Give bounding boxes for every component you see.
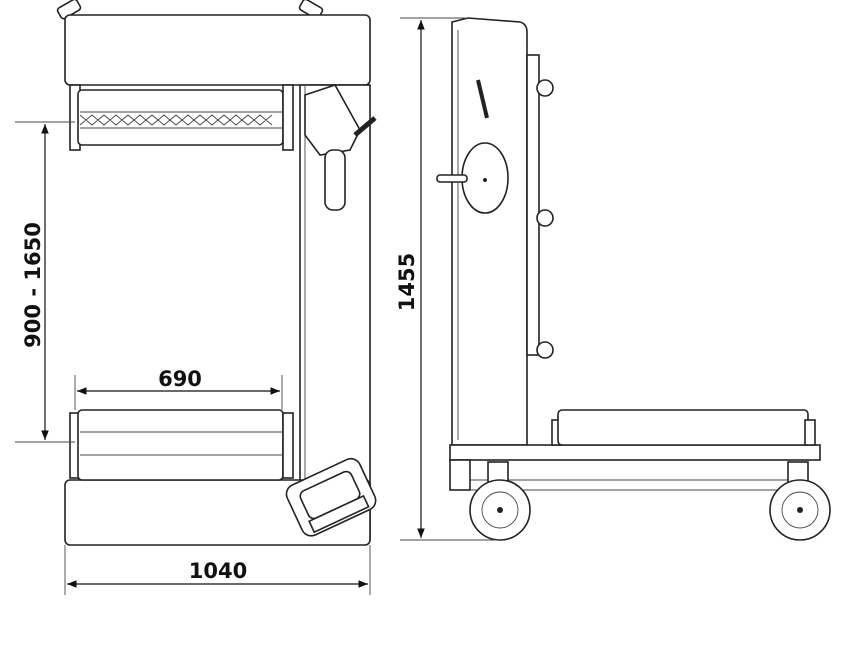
wheel-left (469, 461, 531, 541)
front-view: 900 - 1650 690 1040 (15, 0, 377, 595)
side-panel (451, 17, 528, 446)
top-housing (64, 14, 371, 86)
top-roller-side (551, 409, 816, 446)
tilt-mechanism (304, 84, 377, 211)
base-frame (449, 444, 821, 461)
wheel-right (769, 461, 831, 541)
dimension-total-width: 1040 (64, 545, 371, 595)
dimension-roller-width: 690 (74, 367, 283, 410)
height-range-label: 900 - 1650 (21, 222, 45, 348)
total-height-label: 1455 (395, 253, 419, 311)
side-view: 1455 (395, 17, 831, 541)
roller-width-label: 690 (158, 367, 202, 391)
handle (285, 457, 377, 537)
upper-roller (69, 84, 294, 151)
dimension-height-range: 900 - 1650 (15, 121, 75, 443)
total-width-label: 1040 (189, 559, 247, 583)
dimension-total-height: 1455 (395, 17, 500, 541)
lower-roller (69, 409, 294, 481)
side-rollers (526, 54, 554, 359)
